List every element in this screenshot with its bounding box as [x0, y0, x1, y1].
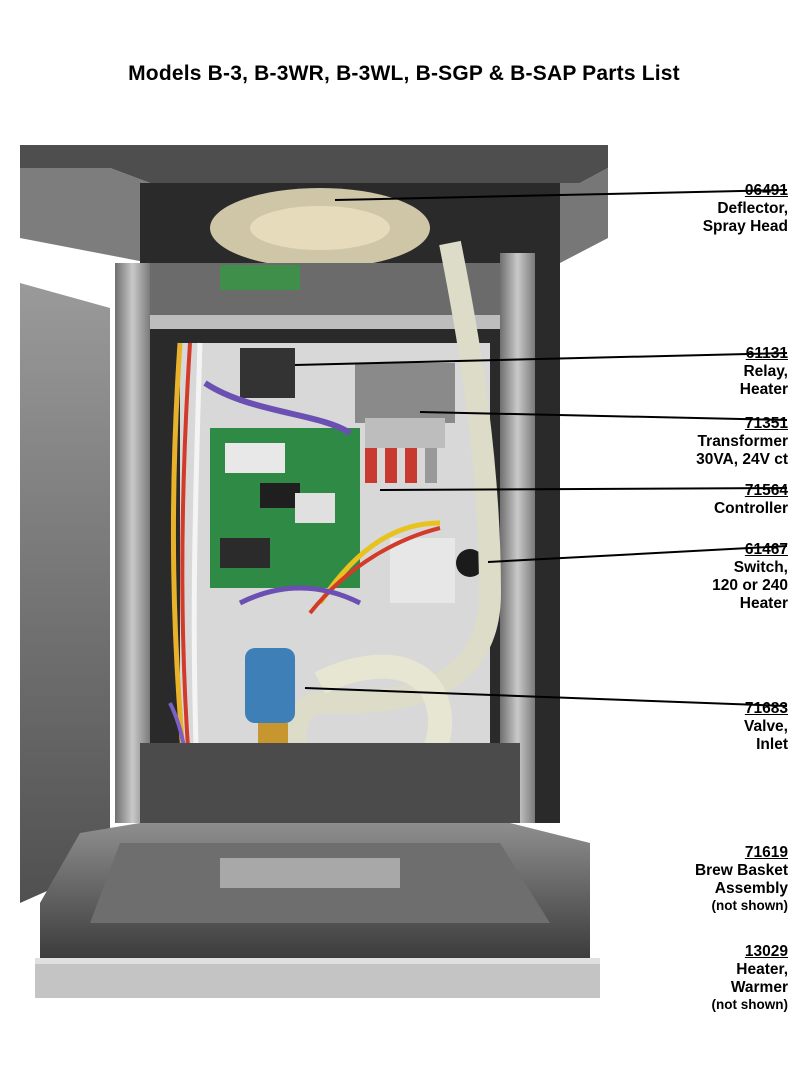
part-number: 06491 — [744, 182, 788, 199]
part-desc-line: Heater, — [736, 961, 788, 978]
part-desc-line: Switch, — [733, 559, 788, 576]
part-number: 61131 — [745, 345, 788, 362]
part-desc-line: Heater — [739, 381, 788, 398]
part-desc-line: Assembly — [714, 880, 788, 897]
part-number: 71683 — [744, 700, 788, 717]
part-desc-line: 120 or 240 — [712, 577, 788, 594]
part-desc-line: Relay, — [743, 363, 788, 380]
part-desc-line: Heater — [739, 595, 788, 612]
part-note: (not shown) — [711, 898, 788, 913]
part-callout-valve: 71683 Valve, Inlet — [744, 700, 788, 754]
part-callout-switch: 61467 Switch, 120 or 240 Heater — [712, 541, 788, 613]
part-callout-warmer-heater: 13029 Heater, Warmer (not shown) — [712, 943, 788, 1013]
part-number: 71564 — [744, 482, 788, 499]
page-title: Models B-3, B-3WR, B-3WL, B-SGP & B-SAP … — [128, 62, 680, 85]
part-note: (not shown) — [711, 997, 788, 1012]
part-number: 71351 — [744, 415, 788, 432]
part-desc-line: Inlet — [756, 736, 788, 753]
part-callout-relay: 61131 Relay, Heater — [740, 345, 788, 399]
brewer-interior-photo — [20, 143, 610, 1018]
part-desc-line: Brew Basket — [694, 862, 788, 879]
part-number: 13029 — [744, 943, 788, 960]
part-desc-line: Warmer — [730, 979, 788, 996]
part-desc-line: Spray Head — [702, 218, 788, 235]
part-desc-line: Transformer — [697, 433, 788, 450]
part-callout-transformer: 71351 Transformer 30VA, 24V ct — [696, 415, 788, 469]
part-desc-line: Deflector, — [717, 200, 788, 217]
part-callout-controller: 71564 Controller — [714, 482, 788, 518]
part-callout-deflector: 06491 Deflector, Spray Head — [703, 182, 788, 236]
part-number: 71619 — [744, 844, 788, 861]
part-callout-brew-basket: 71619 Brew Basket Assembly (not shown) — [695, 844, 788, 914]
part-desc-line: Controller — [713, 500, 788, 517]
part-desc-line: 30VA, 24V ct — [696, 451, 788, 468]
part-number: 61467 — [744, 541, 788, 558]
part-desc-line: Valve, — [744, 718, 788, 735]
